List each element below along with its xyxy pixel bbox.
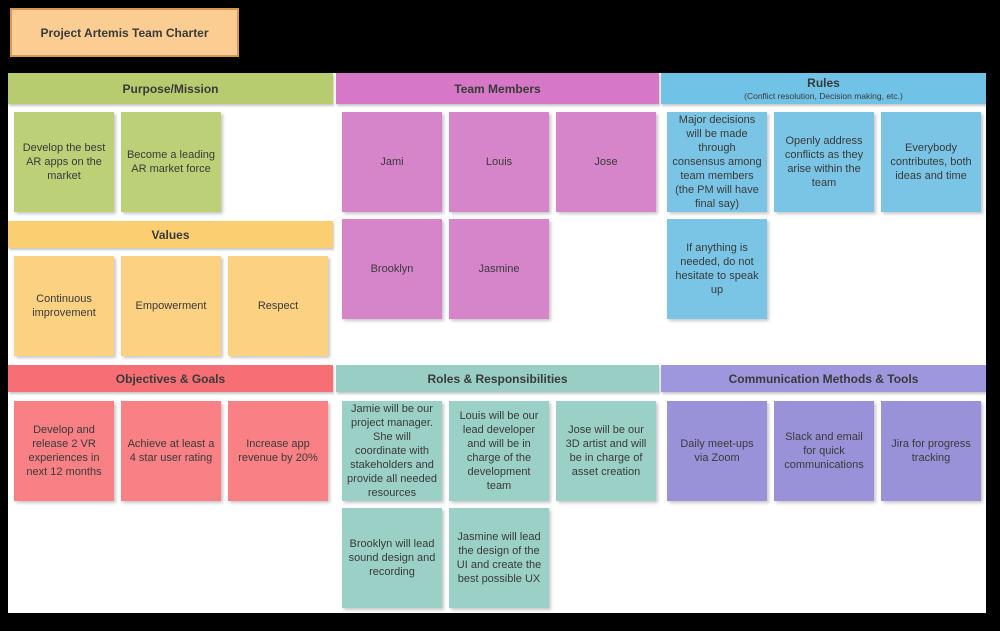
- roles-cards-row-2: Brooklyn will lead sound design and reco…: [336, 508, 659, 608]
- note-text: Jose: [594, 155, 618, 168]
- note-text: Daily meet-ups via Zoom: [680, 437, 754, 464]
- section-header-values[interactable]: Values: [8, 221, 333, 248]
- sticky-note-team-jami[interactable]: Jami: [342, 112, 442, 212]
- note-text: Jira for progress tracking: [891, 437, 971, 464]
- sticky-note-comm-2[interactable]: Slack and email for quick communications: [774, 401, 874, 501]
- note-text: Jami: [380, 155, 404, 168]
- values-cards-row: Continuous improvement Empowerment Respe…: [8, 256, 333, 356]
- board-title-box[interactable]: Project Artemis Team Charter: [10, 8, 239, 57]
- note-text: Develop the best AR apps on the market: [22, 141, 106, 183]
- objectives-cards-row: Develop and release 2 VR experiences in …: [8, 401, 333, 501]
- sticky-note-purpose-1[interactable]: Develop the best AR apps on the market: [14, 112, 114, 212]
- note-text: Jose will be our 3D artist and will be i…: [565, 423, 647, 479]
- rules-cards-row-2: If anything is needed, do not hesitate t…: [661, 219, 986, 319]
- section-title: Rules: [807, 76, 840, 90]
- charter-board: Purpose/Mission Develop the best AR apps…: [8, 73, 986, 613]
- sticky-note-team-brooklyn[interactable]: Brooklyn: [342, 219, 442, 319]
- note-text: Jasmine will lead the design of the UI a…: [456, 530, 542, 586]
- section-header-roles-responsibilities[interactable]: Roles & Responsibilities: [336, 365, 659, 392]
- sticky-note-team-jose[interactable]: Jose: [556, 112, 656, 212]
- sticky-note-roles-3[interactable]: Jose will be our 3D artist and will be i…: [556, 401, 656, 501]
- note-text: Major decisions will be made through con…: [672, 113, 762, 211]
- team-cards-row-1: Jami Louis Jose: [336, 112, 659, 212]
- note-text: Jasmine: [478, 262, 520, 275]
- section-title: Roles & Responsibilities: [427, 371, 568, 386]
- sticky-note-rules-4[interactable]: If anything is needed, do not hesitate t…: [667, 219, 767, 319]
- sticky-note-values-1[interactable]: Continuous improvement: [14, 256, 114, 356]
- board-title-text: Project Artemis Team Charter: [40, 25, 209, 40]
- note-text: Openly address conflicts as they arise w…: [784, 134, 864, 190]
- sticky-note-roles-5[interactable]: Jasmine will lead the design of the UI a…: [449, 508, 549, 608]
- note-text: Jamie will be our project manager. She w…: [347, 402, 437, 500]
- sticky-note-values-3[interactable]: Respect: [228, 256, 328, 356]
- section-header-communication[interactable]: Communication Methods & Tools: [661, 365, 986, 392]
- sticky-note-rules-3[interactable]: Everybody contributes, both ideas and ti…: [881, 112, 981, 212]
- section-subtitle: (Conflict resolution, Decision making, e…: [744, 91, 903, 101]
- section-title: Objectives & Goals: [115, 371, 226, 386]
- section-header-objectives-goals[interactable]: Objectives & Goals: [8, 365, 333, 392]
- sticky-note-team-louis[interactable]: Louis: [449, 112, 549, 212]
- roles-cards-row-1: Jamie will be our project manager. She w…: [336, 401, 659, 501]
- sticky-note-comm-3[interactable]: Jira for progress tracking: [881, 401, 981, 501]
- note-text: Increase app revenue by 20%: [238, 437, 318, 464]
- note-text: Brooklyn: [370, 262, 414, 275]
- communication-cards-row: Daily meet-ups via Zoom Slack and email …: [661, 401, 986, 501]
- purpose-cards-row: Develop the best AR apps on the market B…: [8, 112, 333, 212]
- sticky-note-roles-2[interactable]: Louis will be our lead developer and wil…: [449, 401, 549, 501]
- note-text: Brooklyn will lead sound design and reco…: [348, 537, 436, 579]
- note-text: Continuous improvement: [32, 292, 96, 319]
- note-text: Everybody contributes, both ideas and ti…: [890, 141, 972, 183]
- sticky-note-comm-1[interactable]: Daily meet-ups via Zoom: [667, 401, 767, 501]
- rules-cards-row-1: Major decisions will be made through con…: [661, 112, 986, 212]
- section-title: Team Members: [454, 81, 541, 96]
- sticky-note-values-2[interactable]: Empowerment: [121, 256, 221, 356]
- sticky-note-purpose-2[interactable]: Become a leading AR market force: [121, 112, 221, 212]
- sticky-note-rules-2[interactable]: Openly address conflicts as they arise w…: [774, 112, 874, 212]
- note-text: Slack and email for quick communications: [784, 430, 864, 472]
- sticky-note-rules-1[interactable]: Major decisions will be made through con…: [667, 112, 767, 212]
- note-text: Louis will be our lead developer and wil…: [459, 409, 539, 493]
- note-text: Develop and release 2 VR experiences in …: [26, 423, 102, 479]
- section-title: Values: [151, 227, 190, 242]
- section-title: Communication Methods & Tools: [728, 371, 919, 386]
- sticky-note-objectives-3[interactable]: Increase app revenue by 20%: [228, 401, 328, 501]
- sticky-note-objectives-1[interactable]: Develop and release 2 VR experiences in …: [14, 401, 114, 501]
- note-text: Respect: [257, 299, 299, 312]
- note-text: Empowerment: [135, 299, 207, 312]
- note-text: If anything is needed, do not hesitate t…: [675, 241, 759, 297]
- sticky-note-roles-1[interactable]: Jamie will be our project manager. She w…: [342, 401, 442, 501]
- note-text: Become a leading AR market force: [126, 148, 216, 175]
- sticky-note-roles-4[interactable]: Brooklyn will lead sound design and reco…: [342, 508, 442, 608]
- sticky-note-team-jasmine[interactable]: Jasmine: [449, 219, 549, 319]
- section-title: Purpose/Mission: [122, 81, 219, 96]
- note-text: Achieve at least a 4 star user rating: [127, 437, 215, 464]
- note-text: Louis: [485, 155, 513, 168]
- sticky-note-objectives-2[interactable]: Achieve at least a 4 star user rating: [121, 401, 221, 501]
- section-header-rules[interactable]: Rules (Conflict resolution, Decision mak…: [661, 73, 986, 104]
- section-header-team-members[interactable]: Team Members: [336, 73, 659, 104]
- section-header-purpose-mission[interactable]: Purpose/Mission: [8, 73, 333, 104]
- team-cards-row-2: Brooklyn Jasmine: [336, 219, 659, 319]
